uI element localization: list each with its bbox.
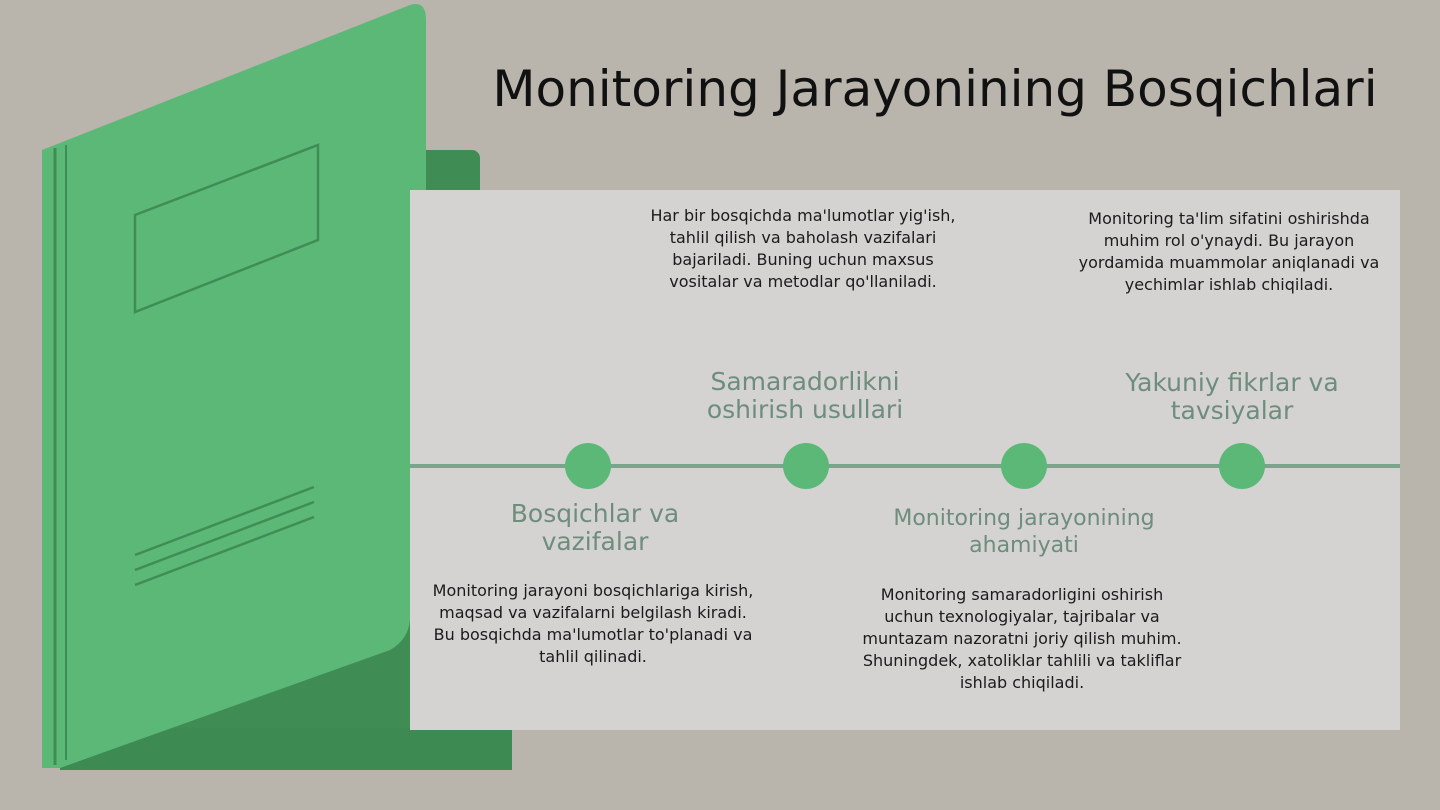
step-description-2: Har bir bosqichda ma'lumotlar yig'ish, t…: [650, 206, 956, 291]
step-heading-1: Bosqichlar va vazifalar: [510, 499, 680, 556]
timeline-node-2: [783, 443, 829, 489]
step-heading-2: Samaradorlikni oshirish usullari: [706, 367, 904, 424]
step-heading-3: Monitoring jarayonining ahamiyati: [893, 506, 1155, 558]
timeline-node-4: [1219, 443, 1265, 489]
folder-cover: [42, 4, 426, 768]
timeline-node-1: [565, 443, 611, 489]
folder-stripe: [134, 485, 315, 557]
folder-stripe: [134, 515, 315, 587]
step-heading-4: Yakuniy fikrlar va tavsiyalar: [1125, 368, 1339, 425]
step-description-3: Monitoring samaradorligini oshirish uchu…: [862, 585, 1182, 692]
step-description-1: Monitoring jarayoni bosqichlariga kirish…: [432, 581, 754, 666]
folder-label-window: [133, 143, 320, 314]
timeline-node-3: [1001, 443, 1047, 489]
timeline-line: [410, 464, 1400, 468]
page-title: Monitoring Jarayonining Bosqichlari: [492, 60, 1378, 118]
step-description-4: Monitoring ta'lim sifatini oshirishda mu…: [1078, 209, 1380, 294]
folder-stripe: [134, 500, 315, 572]
